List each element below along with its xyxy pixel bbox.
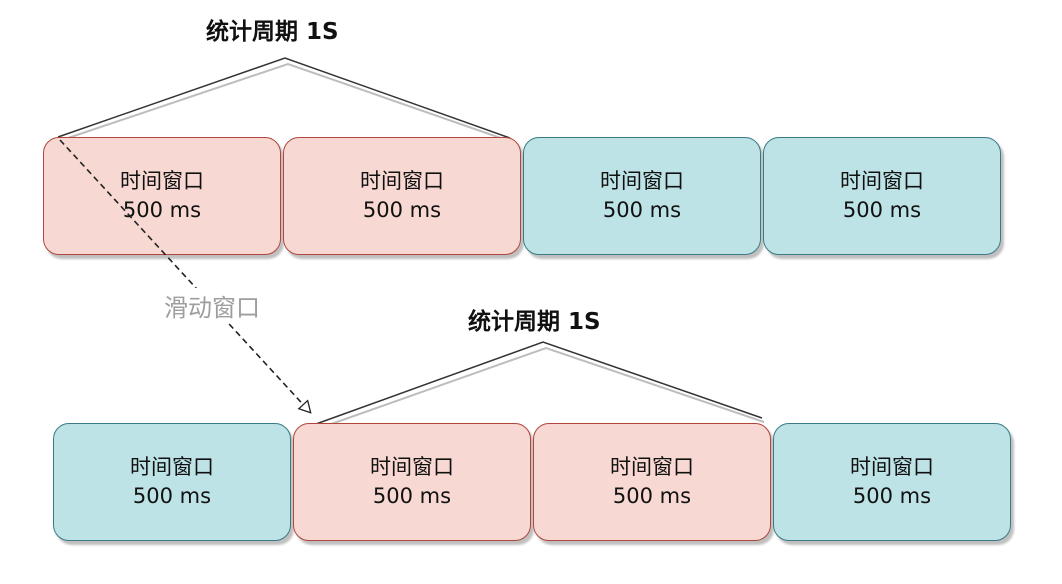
bottom-window-3: 时间窗口 500 ms xyxy=(533,423,771,541)
top-window-2: 时间窗口 500 ms xyxy=(283,137,521,255)
window-duration: 500 ms xyxy=(842,198,922,222)
window-label: 时间窗口 xyxy=(130,455,214,479)
window-duration: 500 ms xyxy=(602,198,682,222)
bottom-window-4: 时间窗口 500 ms xyxy=(773,423,1011,541)
window-label: 时间窗口 xyxy=(840,169,924,193)
window-duration: 500 ms xyxy=(372,484,452,508)
window-duration: 500 ms xyxy=(612,484,692,508)
top-window-3: 时间窗口 500 ms xyxy=(523,137,761,255)
bottom-period-title: 统计周期 1S xyxy=(468,309,601,335)
slide-arrow xyxy=(59,139,310,412)
bottom-period-bracket xyxy=(315,341,765,429)
window-duration: 500 ms xyxy=(362,198,442,222)
window-label: 时间窗口 xyxy=(610,455,694,479)
window-duration: 500 ms xyxy=(122,198,202,222)
top-period-title: 统计周期 1S xyxy=(206,19,339,45)
window-label: 时间窗口 xyxy=(370,455,454,479)
top-window-4: 时间窗口 500 ms xyxy=(763,137,1001,255)
window-label: 时间窗口 xyxy=(120,169,204,193)
window-label: 时间窗口 xyxy=(600,169,684,193)
top-window-1: 时间窗口 500 ms xyxy=(43,137,281,255)
window-duration: 500 ms xyxy=(132,484,212,508)
window-label: 时间窗口 xyxy=(360,169,444,193)
window-duration: 500 ms xyxy=(852,484,932,508)
window-label: 时间窗口 xyxy=(850,455,934,479)
top-period-bracket xyxy=(57,57,513,143)
sliding-window-label: 滑动窗口 xyxy=(162,288,262,323)
bottom-window-2: 时间窗口 500 ms xyxy=(293,423,531,541)
bottom-window-1: 时间窗口 500 ms xyxy=(53,423,291,541)
